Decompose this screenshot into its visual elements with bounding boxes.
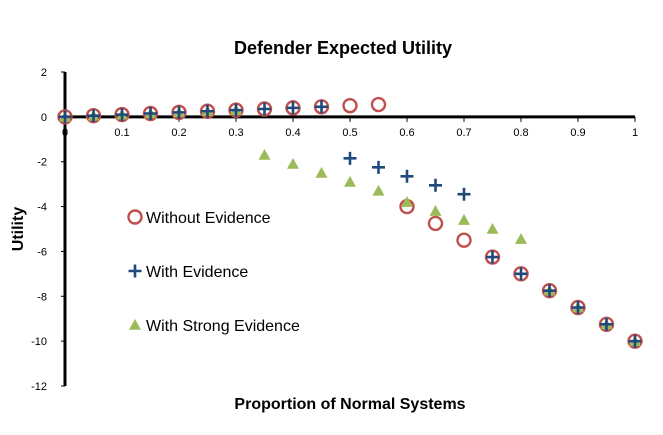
y-axis-title: Utility bbox=[10, 207, 27, 252]
y-tick-label: 0 bbox=[41, 112, 47, 124]
with-strong-evidence-point bbox=[372, 184, 385, 196]
legend-marker bbox=[127, 209, 143, 225]
with-evidence-point bbox=[343, 151, 357, 165]
y-axis-ticks: 2 0 -2 -4 -6 -8 -10 -12 bbox=[31, 67, 65, 393]
y-tick-label: -4 bbox=[37, 202, 47, 214]
plot-series bbox=[57, 96, 643, 349]
with-evidence-point bbox=[372, 160, 385, 174]
with-strong-evidence-point bbox=[458, 214, 470, 225]
with-strong-evidence-point bbox=[401, 196, 413, 207]
with-strong-evidence-point bbox=[344, 175, 356, 187]
with-evidence-point bbox=[457, 187, 471, 201]
with-evidence-point bbox=[115, 108, 129, 122]
with-evidence-point bbox=[400, 169, 414, 183]
without-evidence-point bbox=[427, 215, 444, 232]
legend-label: With Strong Evidence bbox=[146, 318, 300, 335]
x-tick-label: 0.5 bbox=[342, 127, 357, 139]
with-evidence-point bbox=[258, 102, 271, 116]
with-strong-evidence-point bbox=[258, 148, 271, 160]
legend-item: With Evidence bbox=[128, 264, 248, 281]
legend-item: With Strong Evidence bbox=[129, 318, 300, 335]
with-evidence-point bbox=[486, 250, 499, 264]
x-tick-label: 0.8 bbox=[513, 127, 528, 139]
with-strong-evidence-point bbox=[287, 157, 299, 169]
x-tick-label: 0.1 bbox=[114, 127, 129, 139]
with-evidence-point bbox=[600, 317, 613, 331]
legend-item: Without Evidence bbox=[127, 209, 271, 227]
legend-label: Without Evidence bbox=[146, 210, 271, 227]
with-evidence-point bbox=[543, 284, 556, 298]
with-evidence-point bbox=[172, 105, 186, 119]
with-evidence-point bbox=[286, 101, 300, 115]
legend-label: With Evidence bbox=[146, 264, 248, 281]
x-tick-label: 1 bbox=[632, 127, 638, 139]
x-tick-label: 0.7 bbox=[456, 127, 471, 139]
with-evidence-point bbox=[201, 104, 214, 118]
y-tick-label: -10 bbox=[31, 336, 47, 348]
with-evidence-point bbox=[315, 100, 328, 114]
with-strong-evidence-point bbox=[315, 166, 328, 178]
with-evidence-point bbox=[628, 334, 642, 348]
with-evidence-point bbox=[571, 301, 585, 314]
y-tick-label: -8 bbox=[37, 291, 47, 303]
y-tick-label: -6 bbox=[37, 246, 47, 258]
x-axis-title: Proportion of Normal Systems bbox=[234, 396, 465, 413]
x-tick-label: 0.2 bbox=[171, 127, 186, 139]
with-evidence-points bbox=[58, 100, 642, 348]
x-tick-label: 0.9 bbox=[570, 127, 585, 139]
legend-marker bbox=[129, 319, 141, 330]
with-strong-evidence-point bbox=[515, 233, 527, 244]
with-evidence-point bbox=[87, 109, 100, 123]
with-evidence-point bbox=[144, 106, 157, 120]
with-evidence-point bbox=[429, 178, 442, 192]
y-tick-label: -2 bbox=[37, 157, 47, 169]
with-strong-evidence-point bbox=[429, 205, 442, 216]
without-evidence-point bbox=[456, 232, 472, 248]
with-strong-evidence-point bbox=[486, 223, 499, 234]
x-tick-label: 0.6 bbox=[399, 127, 414, 139]
without-evidence-point bbox=[370, 96, 387, 113]
y-tick-label: -12 bbox=[31, 381, 47, 393]
x-axis-ticks: 0 0.1 0.2 0.3 0.4 0.5 0.6 0.7 0.8 0.9 1 bbox=[62, 116, 638, 139]
with-evidence-point bbox=[229, 103, 243, 117]
y-tick-label: 2 bbox=[41, 67, 47, 79]
with-evidence-point bbox=[514, 267, 528, 281]
chart-title: Defender Expected Utility bbox=[234, 38, 452, 58]
x-tick-label: 0.4 bbox=[285, 127, 300, 139]
legend-marker bbox=[128, 264, 142, 278]
x-tick-label: 0.3 bbox=[228, 127, 243, 139]
with-evidence-point bbox=[58, 110, 72, 124]
without-evidence-point bbox=[342, 97, 358, 114]
x-tick-label: 0 bbox=[62, 127, 68, 139]
